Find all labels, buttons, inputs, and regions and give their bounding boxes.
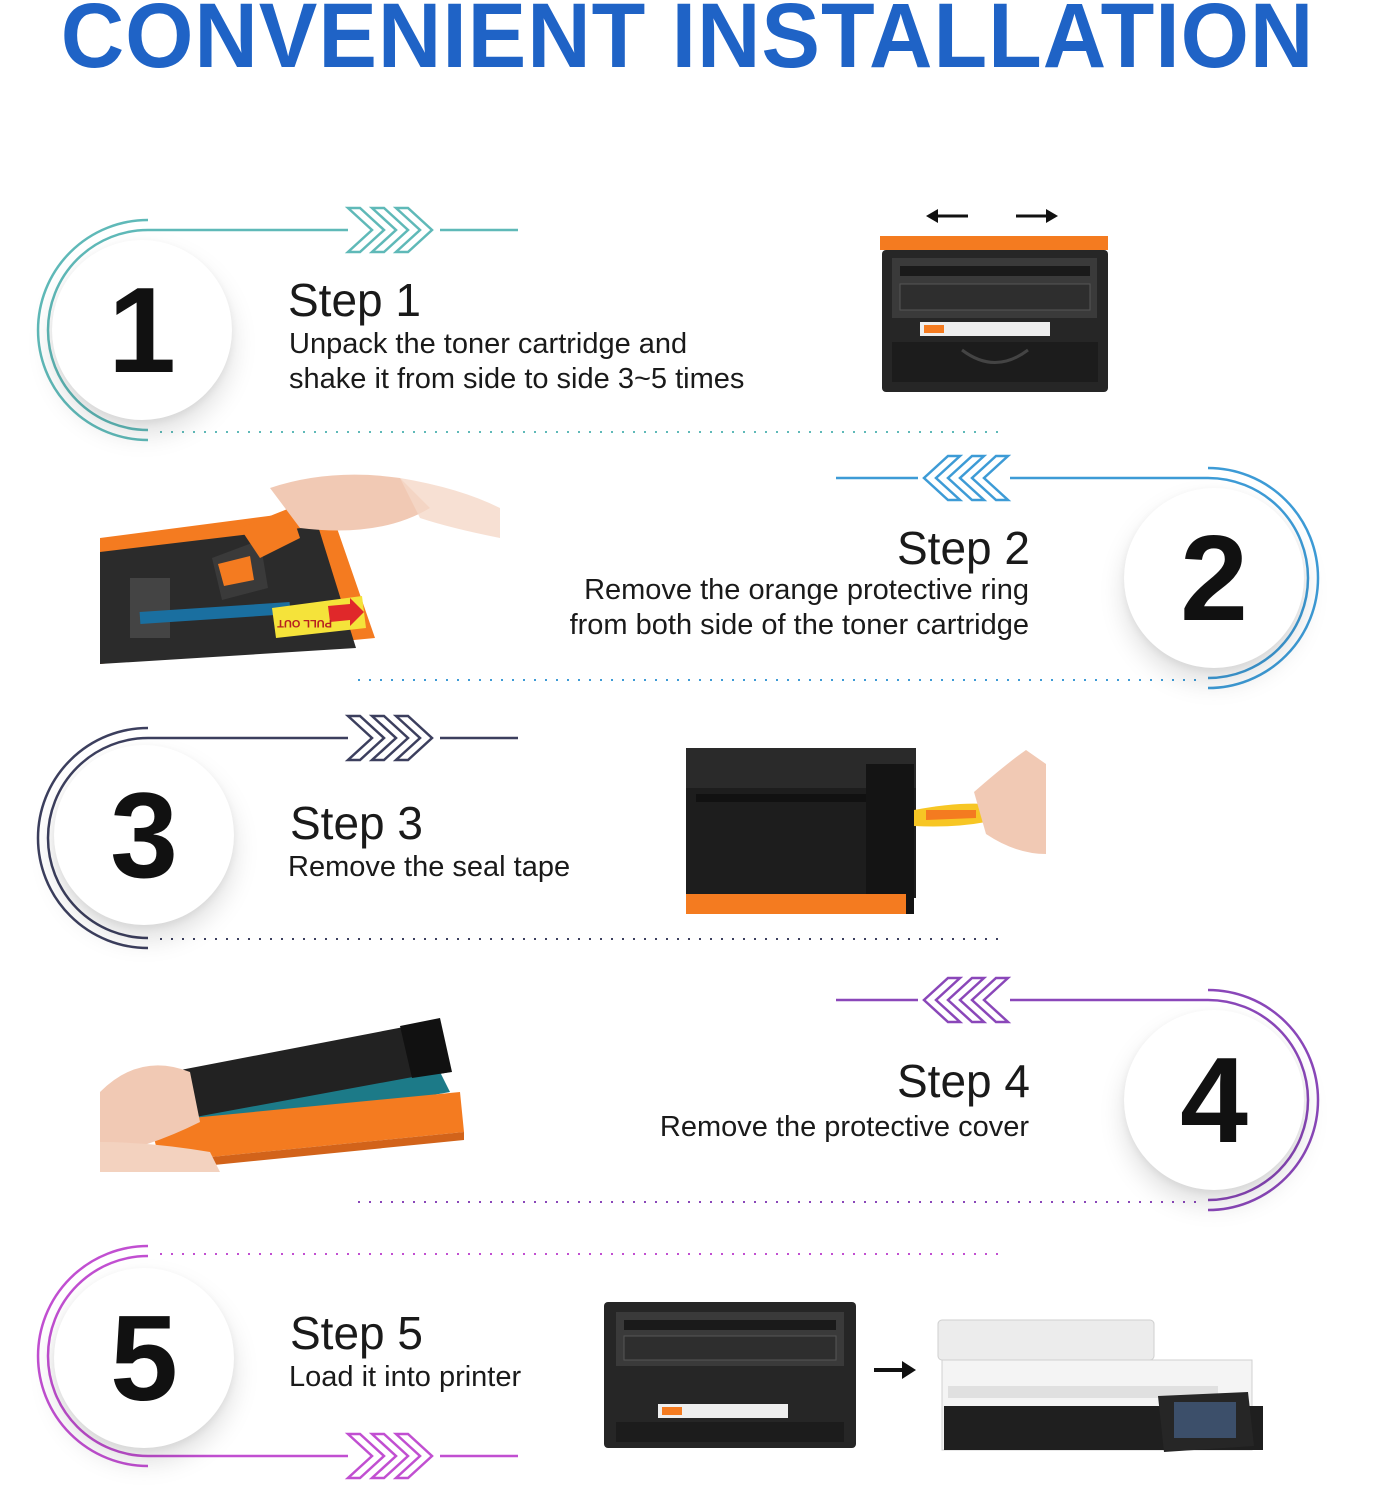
step-1-number: 1: [52, 240, 232, 420]
step-5-dotted-divider: [160, 1253, 1000, 1255]
step-3-decoration: [36, 714, 518, 950]
arrow-right-icon: [1016, 209, 1058, 223]
step-2-dotted-divider: [358, 679, 1198, 681]
arrow-right-icon: [874, 1361, 916, 1379]
step-4-desc-line-1: Remove the protective cover: [659, 1111, 1029, 1143]
chevron-left-icon: [922, 454, 1012, 502]
step-1-decoration: [36, 206, 518, 442]
step-3-desc-line-1: Remove the seal tape: [288, 851, 571, 883]
step-1-desc-line-1: Unpack the toner cartridge and: [289, 328, 688, 360]
step-1-title: Step 1: [288, 274, 421, 326]
step-4-image: [100, 1018, 464, 1172]
step-1-image: [880, 209, 1108, 392]
chevron-right-icon: [344, 714, 434, 762]
step-5-title: Step 5: [290, 1307, 423, 1359]
step-2-desc-line-1: Remove the orange protective ring: [584, 574, 1029, 606]
step-1-desc-line-2: shake it from side to side 3~5 times: [289, 363, 745, 395]
arrow-left-icon: [926, 209, 968, 223]
step-1-dotted-divider: [160, 431, 1000, 433]
chevron-right-icon: [344, 1432, 434, 1480]
step-4-number: 4: [1124, 1010, 1304, 1190]
step-3-image: [686, 748, 1046, 914]
step-2-image: PULL OUT: [100, 468, 500, 664]
step-5-decoration: [36, 1244, 518, 1480]
step-2-title: Step 2: [897, 522, 1030, 574]
step-2-desc-line-2: from both side of the toner cartridge: [569, 609, 1029, 641]
step-5-image: [604, 1302, 1263, 1452]
step-2-number: 2: [1124, 488, 1304, 668]
step-5-desc-line-1: Load it into printer: [289, 1361, 522, 1393]
step-3-number: 3: [54, 745, 234, 925]
step-4-dotted-divider: [358, 1201, 1198, 1203]
step-2-decoration: [836, 454, 1320, 690]
page-title: CONVENIENT INSTALLATION: [60, 0, 1315, 87]
step-3-dotted-divider: [160, 938, 1000, 940]
pull-out-label: PULL OUT: [277, 617, 332, 629]
step-3-title: Step 3: [290, 797, 423, 849]
chevron-left-icon: [922, 976, 1012, 1024]
step-4-decoration: [836, 976, 1320, 1212]
step-4-title: Step 4: [897, 1055, 1030, 1107]
chevron-right-icon: [344, 206, 434, 254]
step-5-number: 5: [54, 1268, 234, 1448]
